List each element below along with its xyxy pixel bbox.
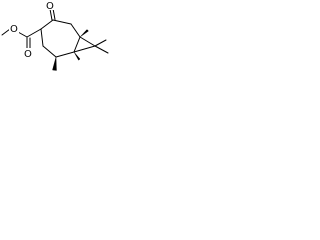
bond-c1-ester-carbon: [26, 28, 42, 38]
bond-c2-c3: [52, 19, 72, 25]
ester-carbonyl-oxygen-bg: [23, 48, 33, 59]
ester-carbonyl-oxygen-label: O: [24, 49, 32, 60]
bond-c7-c1: [40, 28, 44, 47]
bond-c6-c7: [42, 45, 57, 58]
stereo-wedge-c5-h: [73, 51, 81, 61]
ester-ether-oxygen-bg: [9, 23, 19, 34]
stereo-wedge-c4-h: [79, 29, 89, 38]
bond-c1-c2: [40, 19, 54, 30]
ketone-double-bond-b: [52, 8, 56, 20]
ketone-oxygen-label: O: [46, 1, 54, 12]
ring-methyl-group: [52, 56, 57, 71]
bond-c3-c4: [70, 23, 81, 38]
bond-c8-methyl-a: [94, 39, 107, 47]
methyl-ester-group: O O: [1, 23, 42, 60]
bond-c4-c5: [73, 36, 81, 53]
bond-ester-carbon-ether-oxygen: [17, 31, 28, 38]
ketone-oxygen-bg: [45, 0, 55, 10]
bond-c8-methyl-b: [94, 45, 109, 54]
ketone-group: O: [45, 0, 56, 21]
bond-c4-c8: [79, 36, 96, 47]
molecular-structure: O O O: [1, 0, 109, 71]
stereo-wedge-c6-methyl: [52, 56, 57, 71]
cyclopropane-ring: [73, 29, 109, 61]
bond-ether-oxygen-methyl: [1, 28, 11, 36]
ketone-double-bond-a: [49, 8, 53, 21]
bond-c8-c5: [73, 45, 96, 53]
bond-c5-c6: [55, 51, 75, 58]
cycloheptane-ring: [40, 19, 81, 58]
ester-ether-oxygen-label: O: [10, 24, 18, 35]
